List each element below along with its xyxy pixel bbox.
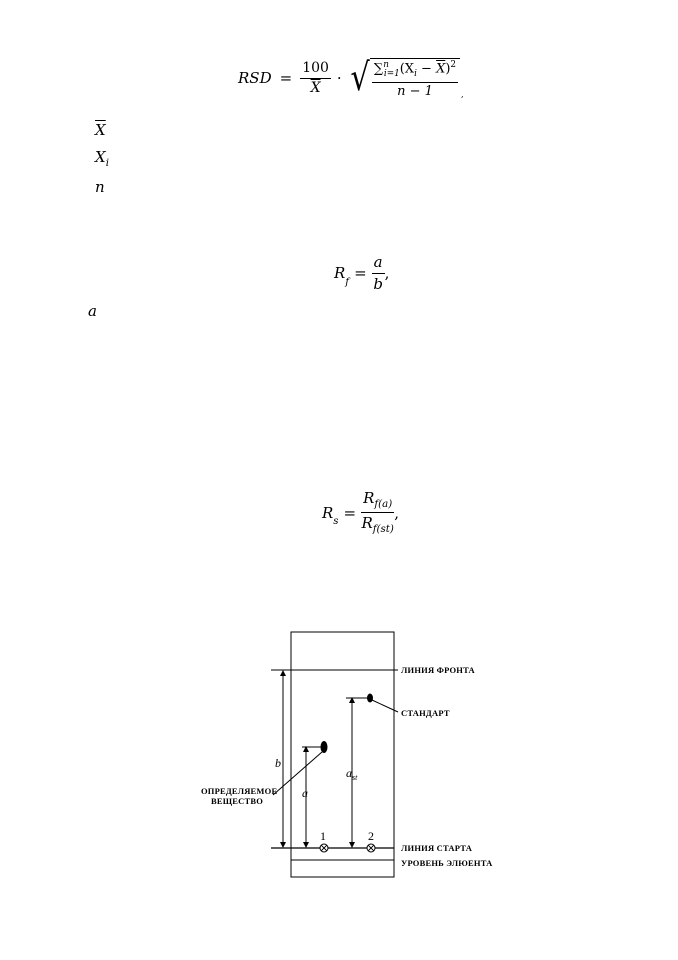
legend-n: n <box>95 178 105 196</box>
inner-xbar: X <box>436 61 446 77</box>
rs-comma: , <box>394 503 399 522</box>
sum-sup: n <box>383 60 389 70</box>
rsd-formula: RSD = 100 X · √ ∑ni=1(Xi − X)2 n − 1 , <box>238 58 464 99</box>
inner-sub: i <box>414 68 417 79</box>
rs-num-sub: f(a) <box>374 499 393 510</box>
rs-numerator: Rf(a) <box>361 489 395 514</box>
sum-sub: i=1 <box>383 68 400 79</box>
legend-n-symbol: n <box>95 178 105 196</box>
tlc-plate <box>290 631 395 878</box>
sum-sign: ∑ <box>373 61 384 77</box>
rs-den-sub: f(st) <box>372 524 394 536</box>
ast-base: a <box>346 766 352 780</box>
label-start-line: ЛИНИЯ СТАРТА <box>401 843 473 853</box>
label-standard: СТАНДАРТ <box>401 708 450 718</box>
dimension-a-label: a <box>302 786 308 800</box>
point-1-label: 1 <box>320 829 326 843</box>
rf-equals: = <box>354 264 367 282</box>
rsd-trailing-comma: , <box>461 89 464 99</box>
inner-open: (X <box>399 61 415 77</box>
inner-minus: − <box>416 61 437 77</box>
rs-den-r: R <box>361 514 373 533</box>
rsd-equals: = <box>279 69 293 88</box>
start-mark-2 <box>366 843 376 853</box>
rf-fraction: a b <box>371 254 385 293</box>
label-front-line: ЛИНИЯ ФРОНТА <box>401 665 476 675</box>
dimension-b-label: b <box>275 756 281 770</box>
legend-xbar: X <box>95 121 106 139</box>
substance-spot <box>320 741 328 753</box>
dimension-ast-label: ast <box>346 766 358 782</box>
rs-fraction: Rf(a) Rf(st) <box>361 489 395 535</box>
legend-xi-symbol: X <box>95 148 106 166</box>
legend-xi-sub: i <box>105 158 109 169</box>
rsd-lhs: RSD <box>238 69 272 88</box>
coef-numerator: 100 <box>300 60 331 79</box>
rs-num-r: R <box>363 489 375 507</box>
rs-denominator: Rf(st) <box>361 513 393 535</box>
rf-numerator: a <box>371 254 385 274</box>
rf-comma: , <box>384 264 390 282</box>
sqrt-fraction: ∑ni=1(Xi − X)2 n − 1 <box>371 60 459 99</box>
inner-close: ) <box>445 61 451 77</box>
inner-power: 2 <box>450 60 457 70</box>
legend-xbar-symbol: X <box>95 121 106 139</box>
rf-lhs: R <box>334 264 346 282</box>
rs-lhs: R <box>322 503 334 522</box>
rs-lhs-sub: s <box>333 516 339 528</box>
sqrt-sign: √ <box>350 55 370 99</box>
label-eluent-level: УРОВЕНЬ ЭЛЮЕНТА <box>401 858 493 868</box>
sqrt-body: ∑ni=1(Xi − X)2 n − 1 <box>369 58 461 99</box>
sqrt-numerator: ∑ni=1(Xi − X)2 <box>371 60 459 83</box>
rsd-sqrt: √ ∑ni=1(Xi − X)2 n − 1 <box>348 55 461 99</box>
rf-lhs-sub: f <box>345 277 350 288</box>
rs-equals: = <box>343 503 357 522</box>
coef-denominator: X <box>310 79 321 96</box>
label-substance-1: ОПРЕДЕЛЯЕМОЕ <box>201 786 277 796</box>
start-mark-1 <box>319 843 329 853</box>
legend-xi: Xi <box>95 148 109 169</box>
point-2-label: 2 <box>368 829 374 843</box>
rf-denominator: b <box>373 274 383 293</box>
sqrt-denominator: n − 1 <box>397 83 433 99</box>
rsd-dot: · <box>336 69 342 88</box>
ast-sub: st <box>352 773 358 782</box>
a-symbol: a <box>88 302 97 320</box>
label-substance-2: ВЕЩЕСТВО <box>211 796 263 806</box>
standard-spot <box>367 693 373 703</box>
rsd-coefficient: 100 X <box>300 60 331 97</box>
substance-pointer <box>272 751 323 796</box>
standard-pointer <box>371 699 399 713</box>
